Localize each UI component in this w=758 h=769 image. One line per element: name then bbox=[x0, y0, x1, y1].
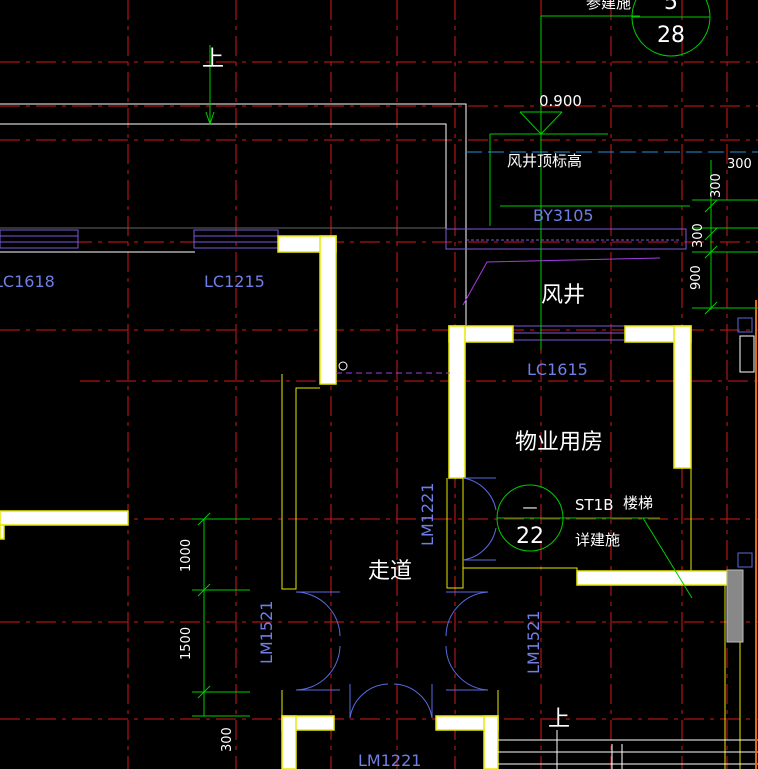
shaft-diagonal bbox=[336, 257, 661, 374]
wall-segment-4 bbox=[0, 524, 5, 540]
upper-outline bbox=[0, 103, 467, 325]
stair-ref: 详建施 bbox=[575, 531, 620, 549]
doors bbox=[295, 477, 497, 719]
corridor-east-wall bbox=[446, 478, 578, 589]
detail-mid-sheet: 22 bbox=[516, 524, 544, 549]
stair-label: 楼梯 bbox=[623, 494, 653, 512]
door-arc-3a bbox=[445, 591, 489, 637]
dim-label-1000: 1000 bbox=[179, 539, 194, 572]
dim-left-slash-3 bbox=[197, 685, 211, 699]
shaft-louver-strip bbox=[445, 228, 687, 250]
property-room-label: 物业用房 bbox=[515, 430, 603, 455]
door-arc-1b bbox=[462, 527, 497, 561]
up-label-bottom: 上 bbox=[548, 707, 570, 732]
pipe-symbol bbox=[338, 361, 348, 371]
detail-leader-diagonal bbox=[642, 517, 693, 599]
wall-segment-2 bbox=[319, 235, 337, 385]
wall-segment-7 bbox=[448, 325, 466, 479]
edge-symbol-3 bbox=[739, 335, 755, 373]
dim-slash-2 bbox=[704, 227, 718, 241]
wall-segment-3 bbox=[0, 510, 129, 526]
window-strip-left bbox=[0, 229, 79, 249]
door-label-v3: LM1521 bbox=[524, 611, 543, 674]
corridor-west-wall bbox=[281, 374, 320, 590]
window-left-label: LC1618 bbox=[0, 272, 55, 291]
inner-walls bbox=[281, 300, 758, 769]
outline-upper-outer bbox=[0, 103, 467, 325]
door-arc-3b bbox=[445, 645, 489, 691]
dim-label-300-c: 300 bbox=[691, 223, 706, 248]
ref-top-partial: 参建施 bbox=[586, 0, 631, 12]
up-arrow-top-head bbox=[205, 111, 215, 126]
detail-top-sheet: 28 bbox=[657, 23, 685, 48]
edge-symbols bbox=[737, 317, 755, 568]
dim-label-1500: 1500 bbox=[179, 627, 194, 660]
window-shaft-label: LC1615 bbox=[527, 360, 588, 379]
stair-code: ST1B bbox=[575, 496, 614, 514]
shaft-slope-line bbox=[462, 257, 661, 306]
door-label-v1: LM1221 bbox=[418, 483, 437, 546]
window-mid-label: LC1215 bbox=[204, 272, 265, 291]
door-arc-4a bbox=[349, 683, 389, 719]
door-arc-2a bbox=[295, 591, 341, 637]
dim-label-900: 900 bbox=[689, 265, 704, 290]
dim-slash-1 bbox=[704, 199, 718, 213]
door-arc-4b bbox=[393, 683, 433, 719]
column-grey bbox=[726, 569, 744, 643]
dim-slash-4 bbox=[704, 301, 718, 315]
door-label-v2: LM1521 bbox=[257, 601, 276, 664]
dim-left-slash-2 bbox=[197, 583, 211, 597]
door-arc-2b bbox=[295, 645, 341, 691]
wall-segment-11 bbox=[281, 715, 297, 769]
dim-slash-3 bbox=[704, 245, 718, 259]
detail-mid-number: — bbox=[523, 498, 538, 516]
wall-segment-9 bbox=[576, 570, 728, 586]
corridor-label: 走道 bbox=[368, 559, 412, 584]
dim-label-300-a: 300 bbox=[727, 157, 752, 172]
edge-symbol-1 bbox=[737, 317, 753, 333]
detail-top-number: 5 bbox=[664, 0, 678, 15]
dim-left-slash-1 bbox=[197, 512, 211, 526]
door-label-bottom: LM1221 bbox=[358, 751, 421, 769]
wall-segment-8 bbox=[673, 325, 692, 469]
dim-label-300-bottom: 300 bbox=[220, 727, 235, 752]
shaft-code: BY3105 bbox=[533, 206, 594, 225]
outline-upper-inner bbox=[0, 123, 447, 230]
shaft-top-note: 风井顶标高 bbox=[507, 152, 582, 170]
door-arc-1a bbox=[462, 477, 497, 511]
walls bbox=[0, 235, 728, 769]
elevation-value: 0.900 bbox=[539, 92, 582, 110]
dim-label-300-b: 300 bbox=[709, 173, 724, 198]
shaft-room-label: 风井 bbox=[541, 283, 585, 308]
dimensions bbox=[192, 0, 758, 769]
edge-symbol-2 bbox=[737, 552, 753, 568]
up-label-top: 上 bbox=[202, 47, 224, 72]
wall-segment-13 bbox=[483, 715, 499, 769]
